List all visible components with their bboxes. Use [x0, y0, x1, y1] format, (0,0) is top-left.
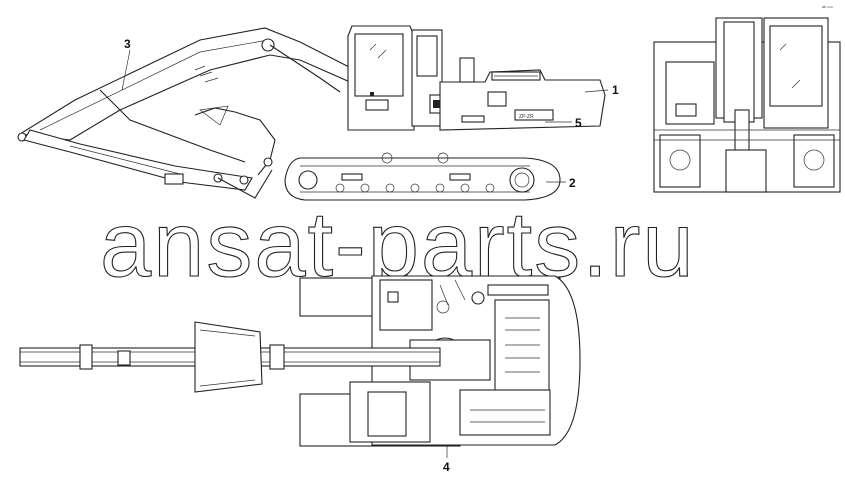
side-view: ZP-ZR: [17, 25, 606, 201]
boom: [17, 27, 356, 142]
callout-1: 1: [612, 83, 619, 97]
front-view: [653, 17, 841, 193]
corner-mark: ᵃᵇ ⁿⁿⁿ: [822, 5, 833, 11]
model-plate: ZP-ZR: [519, 114, 534, 120]
callout-4: 4: [443, 460, 450, 474]
callout-5: 5: [575, 116, 582, 130]
upper-structure: ZP-ZR: [439, 57, 606, 131]
arm: [23, 129, 253, 191]
callout-6: 6: [406, 251, 413, 265]
callout-2: 2: [569, 176, 576, 190]
top-view: [19, 275, 581, 447]
track: [284, 152, 561, 201]
bucket: [194, 105, 276, 199]
callout-3: 3: [124, 37, 131, 51]
cab: [347, 25, 447, 131]
